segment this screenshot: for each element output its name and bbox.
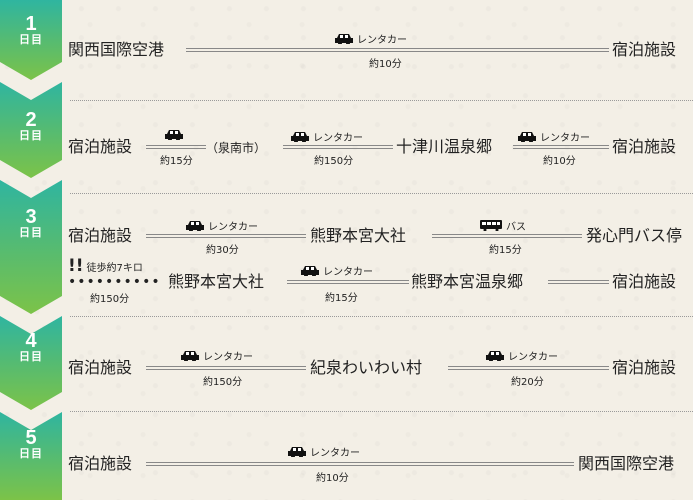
mode-label: レンタカー: [508, 352, 558, 363]
day-1-label: 1 日目: [0, 14, 62, 46]
station-lodging: 宿泊施設: [612, 272, 677, 291]
route-line: [146, 145, 206, 149]
station-kumano-hongu: 熊野本宮大社: [168, 272, 265, 291]
travel-time: 約15分: [160, 156, 193, 167]
route-line: [432, 234, 582, 238]
car-icon: [181, 351, 199, 361]
day-number: 5: [25, 427, 37, 449]
station-kumano-hongu: 熊野本宮大社: [310, 226, 407, 245]
mode-rental-car: レンタカー: [301, 263, 373, 278]
mode-label: レンタカー: [323, 267, 373, 278]
route-line: [448, 366, 609, 370]
day-separator: [70, 316, 693, 317]
car-icon: [165, 130, 183, 140]
bus-icon: [480, 220, 502, 231]
day-rail: [0, 0, 62, 500]
mode-rental-car: レンタカー: [335, 31, 407, 46]
mode-car: [165, 129, 183, 140]
car-icon: [486, 351, 504, 361]
mode-rental-car: レンタカー: [181, 348, 253, 363]
mode-rental-car: レンタカー: [288, 444, 360, 459]
mode-rental-car: レンタカー: [291, 129, 363, 144]
mode-label: 徒歩約7キロ: [86, 263, 143, 274]
station-lodging: 宿泊施設: [68, 358, 133, 377]
day-unit: 日目: [19, 227, 43, 239]
travel-time: 約15分: [325, 293, 358, 304]
travel-time: 約30分: [206, 245, 239, 256]
travel-time: 約150分: [314, 156, 354, 167]
route-line: [283, 145, 393, 149]
mode-rental-car: レンタカー: [186, 218, 258, 233]
mode-label: レンタカー: [310, 448, 360, 459]
car-icon: [186, 221, 204, 231]
day-number: 4: [25, 330, 37, 352]
route-line: [186, 48, 609, 52]
mode-label: レンタカー: [208, 222, 258, 233]
station-totsukawa: 十津川温泉郷: [396, 137, 493, 156]
location-note: （泉南市）: [206, 141, 267, 155]
station-lodging: 宿泊施設: [68, 137, 133, 156]
day-5-label: 5 日目: [0, 428, 62, 460]
mode-rental-car: レンタカー: [518, 129, 590, 144]
route-line: [146, 462, 574, 466]
mode-rental-car: レンタカー: [486, 348, 558, 363]
car-icon: [288, 447, 306, 457]
travel-time: 約150分: [90, 294, 130, 305]
route-line: [287, 280, 409, 284]
station-lodging: 宿泊施設: [68, 226, 133, 245]
day-unit: 日目: [19, 351, 43, 363]
route-line: [146, 234, 306, 238]
day-separator: [70, 193, 693, 194]
route-line: [513, 145, 609, 149]
station-lodging: 宿泊施設: [612, 137, 677, 156]
day-separator: [70, 100, 693, 101]
day-2-label: 2 日目: [0, 110, 62, 142]
station-kisen-waiwai: 紀泉わいわい村: [310, 358, 423, 377]
car-icon: [518, 132, 536, 142]
car-icon: [301, 266, 319, 276]
mode-label: レンタカー: [313, 133, 363, 144]
day-number: 3: [25, 206, 37, 228]
walk-dotted-line: ••••••••••: [68, 274, 161, 290]
mode-label: レンタカー: [357, 35, 407, 46]
mode-label: レンタカー: [540, 133, 590, 144]
travel-time: 約10分: [369, 59, 402, 70]
station-hosshinmon: 発心門バス停: [586, 226, 683, 245]
travel-time: 約10分: [543, 156, 576, 167]
travel-time: 約15分: [489, 245, 522, 256]
mode-label: バス: [506, 222, 526, 233]
day-unit: 日目: [19, 130, 43, 142]
day-number: 2: [25, 109, 37, 131]
station-kansai-airport: 関西国際空港: [578, 454, 675, 473]
car-icon: [291, 132, 309, 142]
day-unit: 日目: [19, 34, 43, 46]
car-icon: [335, 34, 353, 44]
walk-icon: !!: [68, 256, 84, 276]
travel-time: 約150分: [203, 377, 243, 388]
station-hongu-onsen: 熊野本宮温泉郷: [411, 272, 524, 291]
mode-walk: !! 徒歩約7キロ: [68, 258, 143, 275]
station-lodging: 宿泊施設: [68, 454, 133, 473]
station-lodging: 宿泊施設: [612, 358, 677, 377]
day-separator: [70, 411, 693, 412]
day-4-label: 4 日目: [0, 331, 62, 363]
day-number: 1: [25, 13, 37, 35]
travel-time: 約10分: [316, 473, 349, 484]
mode-bus: バス: [480, 218, 526, 233]
travel-time: 約20分: [511, 377, 544, 388]
station-lodging: 宿泊施設: [612, 40, 677, 59]
station-kansai-airport: 関西国際空港: [68, 40, 165, 59]
route-line: [548, 280, 609, 284]
day-3-label: 3 日目: [0, 207, 62, 239]
route-line: [146, 366, 306, 370]
day-unit: 日目: [19, 448, 43, 460]
mode-label: レンタカー: [203, 352, 253, 363]
